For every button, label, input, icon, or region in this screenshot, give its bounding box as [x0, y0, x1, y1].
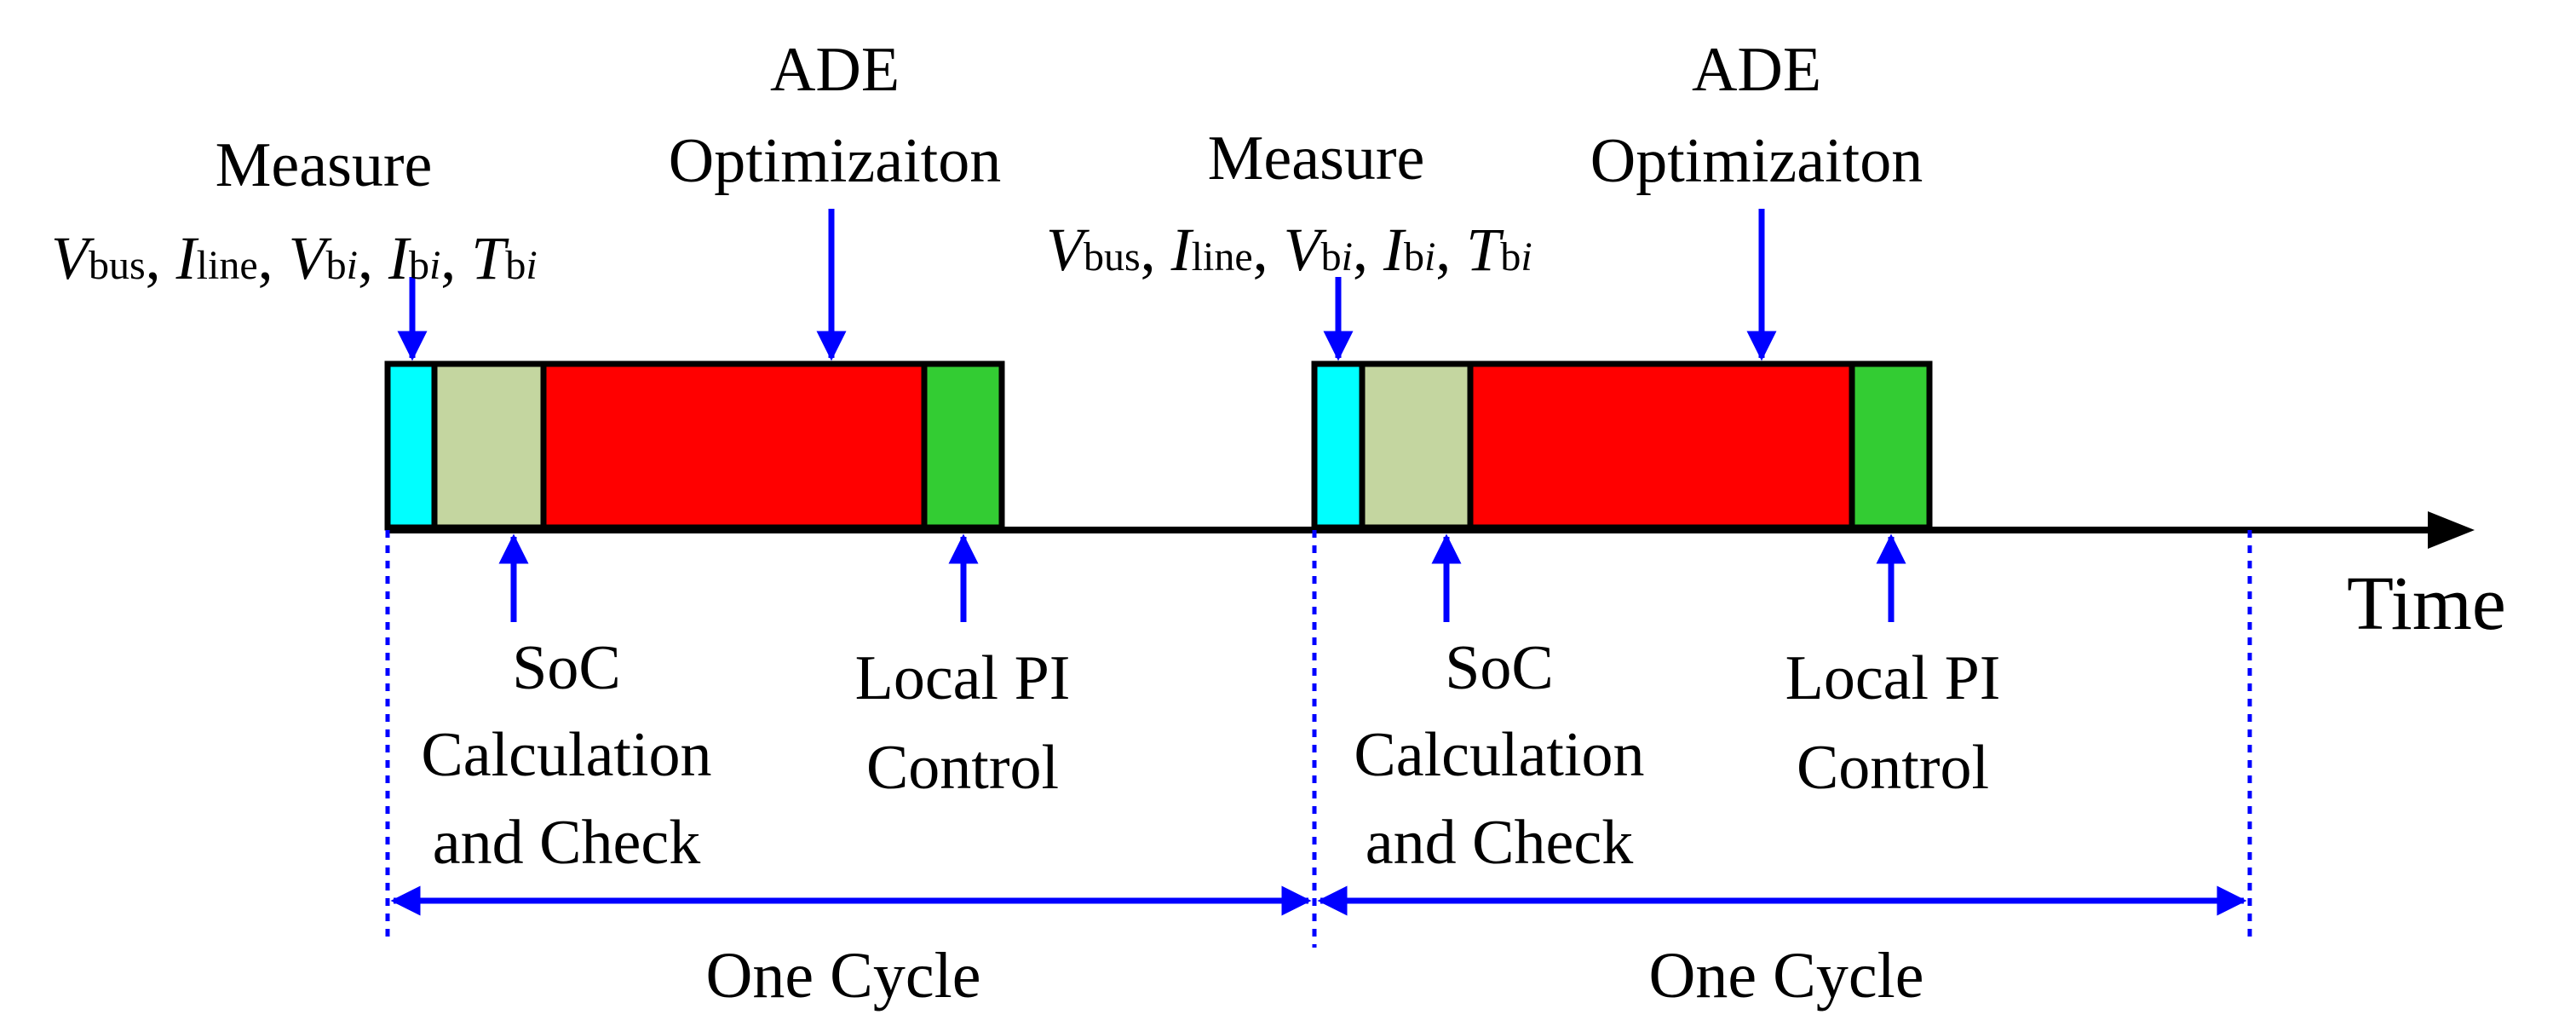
cycle-1-blocks	[384, 360, 1005, 531]
ade-label-line2: Optimizaiton	[1590, 126, 1923, 196]
soc-block	[431, 360, 547, 531]
cycle-label: One Cycle	[1649, 940, 1924, 1012]
measure-title: Measure	[216, 130, 433, 200]
soc-label-line1: SoC	[512, 633, 621, 703]
pi-block	[921, 360, 1005, 531]
cycle-1-labels: Measure Vbus, Iline, Vbi, Ibi, Tbi ADE O…	[51, 35, 1070, 1012]
time-axis-arrowhead	[2428, 511, 2475, 549]
pi-label-line1: Local PI	[1785, 643, 2001, 713]
ade-label-line2: Optimizaiton	[669, 126, 1002, 196]
ade-label-line1: ADE	[1692, 35, 1821, 105]
pi-label-line2: Control	[1797, 733, 1989, 803]
cycle-boundaries	[385, 530, 2252, 948]
ade-block	[1467, 360, 1855, 531]
measure-block	[384, 360, 438, 531]
soc-block	[1359, 360, 1474, 531]
pi-block	[1849, 360, 1933, 531]
time-axis: Time	[388, 511, 2506, 646]
soc-label-line3: and Check	[1366, 808, 1633, 878]
pointer-arrows	[397, 209, 1906, 622]
ade-block	[540, 360, 928, 531]
soc-label-line3: and Check	[433, 808, 700, 878]
cycle-label: One Cycle	[706, 940, 981, 1012]
measured-variables: Vbus, Iline, Vbi, Ibi, Tbi	[1046, 216, 1532, 284]
soc-label-line1: SoC	[1445, 633, 1554, 703]
time-axis-label: Time	[2347, 562, 2506, 646]
cycle-2-labels: Measure Vbus, Iline, Vbi, Ibi, Tbi ADE O…	[1046, 35, 2000, 1012]
pi-label-line1: Local PI	[855, 643, 1071, 713]
cycle-2-blocks	[1311, 360, 1933, 531]
soc-label-line2: Calculation	[421, 720, 711, 790]
measured-variables: Vbus, Iline, Vbi, Ibi, Tbi	[51, 224, 538, 292]
measure-block	[1311, 360, 1366, 531]
ade-label-line1: ADE	[770, 35, 900, 105]
soc-label-line2: Calculation	[1354, 720, 1644, 790]
measure-title: Measure	[1208, 124, 1425, 193]
pi-label-line2: Control	[866, 733, 1059, 803]
